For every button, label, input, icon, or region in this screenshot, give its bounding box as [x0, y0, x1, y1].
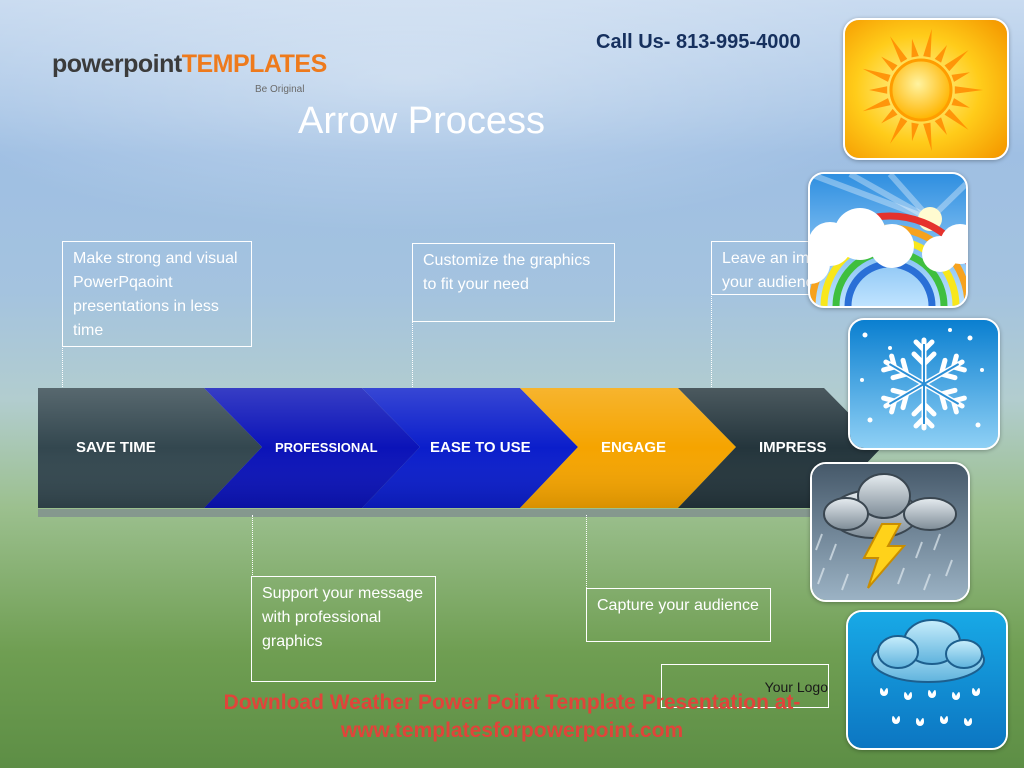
download-line-2: www.templatesforpowerpoint.com — [340, 719, 684, 742]
your-logo-text: Your Logo — [764, 679, 828, 695]
connector-save-time — [62, 345, 63, 387]
connector-impress — [711, 293, 712, 387]
thunderstorm-icon — [810, 462, 970, 602]
step-label-impress: IMPRESS — [759, 439, 827, 456]
sun-ray — [951, 72, 970, 82]
sun-ray — [923, 122, 932, 152]
logo-tagline: Be Original — [255, 84, 305, 95]
sun-ray — [944, 108, 969, 130]
rainbow-icon — [808, 172, 968, 308]
note-engage: Capture your audience — [586, 588, 771, 642]
sun-ray — [923, 28, 932, 58]
sun-ray — [890, 117, 908, 144]
sun-ray — [862, 68, 891, 82]
step-label-professional: PROFESSIONAL — [275, 440, 378, 455]
step-label-save-time: SAVE TIME — [76, 439, 156, 456]
brand-logo: powerpointTEMPLATES — [52, 50, 327, 79]
your-logo-placeholder: Your Logo — [661, 664, 829, 708]
download-line-1: Download Weather Power Point Template Pr… — [223, 691, 801, 714]
connector-engage — [586, 515, 587, 590]
snowflake-icon — [848, 318, 1000, 450]
sun-icon — [843, 18, 1009, 160]
note-professional: Support your message with professional g… — [251, 576, 436, 682]
sun-ray — [944, 50, 969, 72]
arrow-process — [38, 388, 882, 517]
logo-text-part2: TEMPLATES — [181, 50, 328, 78]
sun-ray — [954, 86, 983, 94]
logo-text-part1: powerpoint — [52, 50, 182, 78]
sun-ray — [881, 56, 898, 72]
connector-professional — [252, 515, 253, 577]
sun-ray — [934, 117, 947, 135]
sun-ray — [869, 86, 888, 94]
call-us-text: Call Us- 813-995-4000 — [596, 31, 801, 53]
note-ease-to-use: Customize the graphics to fit your need — [412, 243, 615, 322]
sun-ray — [951, 98, 970, 108]
sun-ray — [934, 45, 947, 63]
sun-ray — [911, 122, 919, 142]
download-banner: Download Weather Power Point Template Pr… — [0, 689, 1024, 745]
step-label-ease-to-use: EASE TO USE — [430, 439, 531, 456]
step-label-engage: ENGAGE — [601, 439, 667, 456]
note-save-time: Make strong and visual PowerPqaoint pres… — [62, 241, 252, 347]
sun-ray — [890, 36, 908, 63]
rain-cloud-icon — [846, 610, 1008, 750]
sun-ray — [911, 38, 919, 58]
connector-ease-to-use — [412, 320, 413, 387]
sun-ray — [881, 108, 898, 124]
slide-title: Arrow Process — [298, 100, 546, 142]
sun-ray — [862, 98, 891, 112]
arrow-gloss-overlay — [38, 388, 882, 508]
arrow-base-bar — [38, 509, 848, 517]
